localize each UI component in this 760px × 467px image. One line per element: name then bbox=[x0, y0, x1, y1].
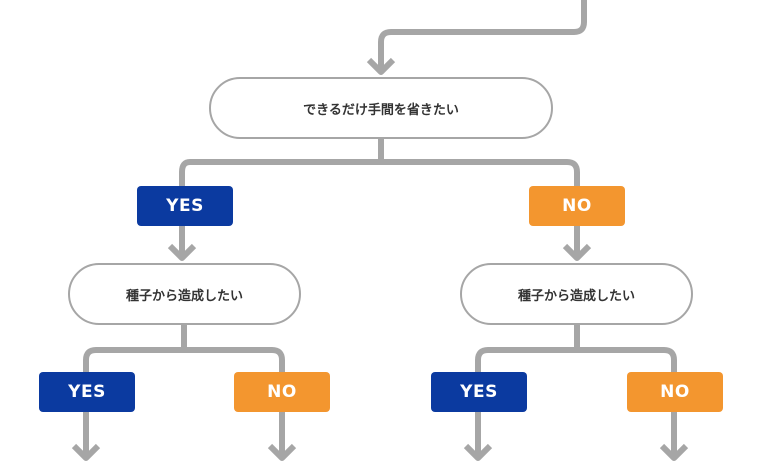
incoming-arrowhead bbox=[366, 57, 396, 75]
root-question-label: できるだけ手間を省きたい bbox=[303, 102, 459, 118]
left-no-out-arrowhead bbox=[267, 443, 297, 461]
left-yes-label: YES bbox=[68, 382, 106, 402]
left-no-badge: NO bbox=[234, 372, 330, 412]
left-yes-out-arrowhead bbox=[71, 443, 101, 461]
left-question-node: 種子から造成したい bbox=[68, 263, 301, 325]
root-split-connector bbox=[179, 137, 580, 186]
yes-to-left-question-arrowhead bbox=[167, 243, 197, 261]
level1-no-badge: NO bbox=[529, 186, 625, 226]
incoming-connector bbox=[378, 0, 587, 70]
right-yes-badge: YES bbox=[431, 372, 527, 412]
left-yes-badge: YES bbox=[39, 372, 135, 412]
level1-yes-label: YES bbox=[166, 196, 204, 216]
right-split-connector-left bbox=[475, 347, 489, 372]
root-question-node: できるだけ手間を省きたい bbox=[209, 77, 553, 139]
level1-no-label: NO bbox=[562, 196, 592, 216]
left-question-label: 種子から造成したい bbox=[125, 288, 243, 304]
right-question-label: 種子から造成したい bbox=[517, 288, 635, 304]
right-split-connector bbox=[488, 324, 677, 372]
right-question-node: 種子から造成したい bbox=[460, 263, 693, 325]
left-no-label: NO bbox=[267, 382, 297, 402]
left-split-connector bbox=[83, 324, 285, 372]
right-yes-label: YES bbox=[460, 382, 498, 402]
right-no-out-arrowhead bbox=[659, 443, 689, 461]
right-yes-out-arrowhead bbox=[463, 443, 493, 461]
right-no-label: NO bbox=[660, 382, 690, 402]
right-no-badge: NO bbox=[627, 372, 723, 412]
level1-yes-badge: YES bbox=[137, 186, 233, 226]
no-to-right-question-arrowhead bbox=[562, 243, 592, 261]
